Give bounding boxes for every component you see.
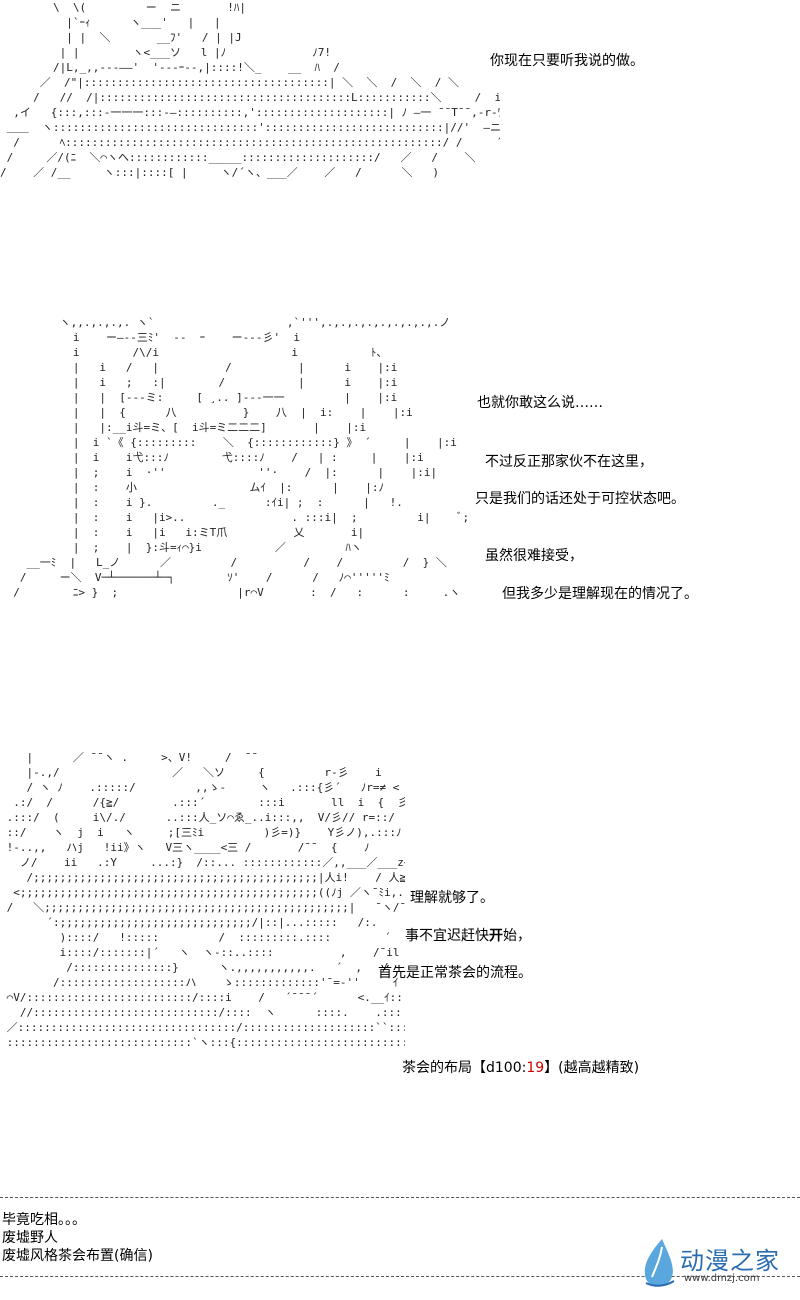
dialogue-line: 虽然很难接受， [485, 548, 583, 564]
dialogue-line: 不过反正那家伙不在这里， [485, 454, 653, 470]
ascii-art-panel-2: ヽ,,.,.,.,. ヽ` ,`''',.,.,.,.,.,.,.,.,.ノ i… [13, 316, 470, 599]
ascii-art-panel-1: \ \( ー ニ !ﾊ| |`ｰｨ ヽ___' | | | | ＼ __ﾌ' /… [0, 1, 500, 179]
dialogue-line: 只是我们的话还处于可控状态吧。 [475, 491, 685, 507]
divider-bottom [0, 1276, 800, 1277]
dialogue-line: 你现在只要听我说的做。 [490, 53, 644, 69]
watermark-logo: 动漫之家 www.dmzj.com [640, 1235, 800, 1290]
dice-roll-line: 茶会的布局【d100:19】(越高越精致) [402, 1060, 640, 1076]
dialogue-line: 首先是正常茶会的流程。 [378, 965, 532, 981]
watermark-url: www.dmzj.com [684, 1273, 760, 1284]
dice-result: 19 [526, 1060, 545, 1076]
dialogue-line: 但我多少是理解现在的情况了。 [502, 586, 698, 602]
footer-line: 废墟风格茶会布置(确信) [2, 1248, 153, 1264]
footer-line: 废墟野人 [2, 1230, 58, 1246]
footer-line: 毕竟吃相。。。 [2, 1212, 86, 1228]
dialogue-line: 也就你敢这么说…… [477, 395, 603, 411]
divider-top [0, 1197, 800, 1198]
watermark-name: 动漫之家 [680, 1247, 780, 1275]
leaf-droplet-icon [644, 1239, 675, 1287]
dialogue-line: 理解就够了。 [410, 890, 494, 906]
dialogue-line: 事不宜迟赶快开始， [405, 928, 531, 944]
ascii-art-panel-3: | ／ ¯¯ヽ . >、V! / ¯¯ |-.,/ ／ ＼ソ { r‐彡 i ／… [6, 751, 405, 1049]
